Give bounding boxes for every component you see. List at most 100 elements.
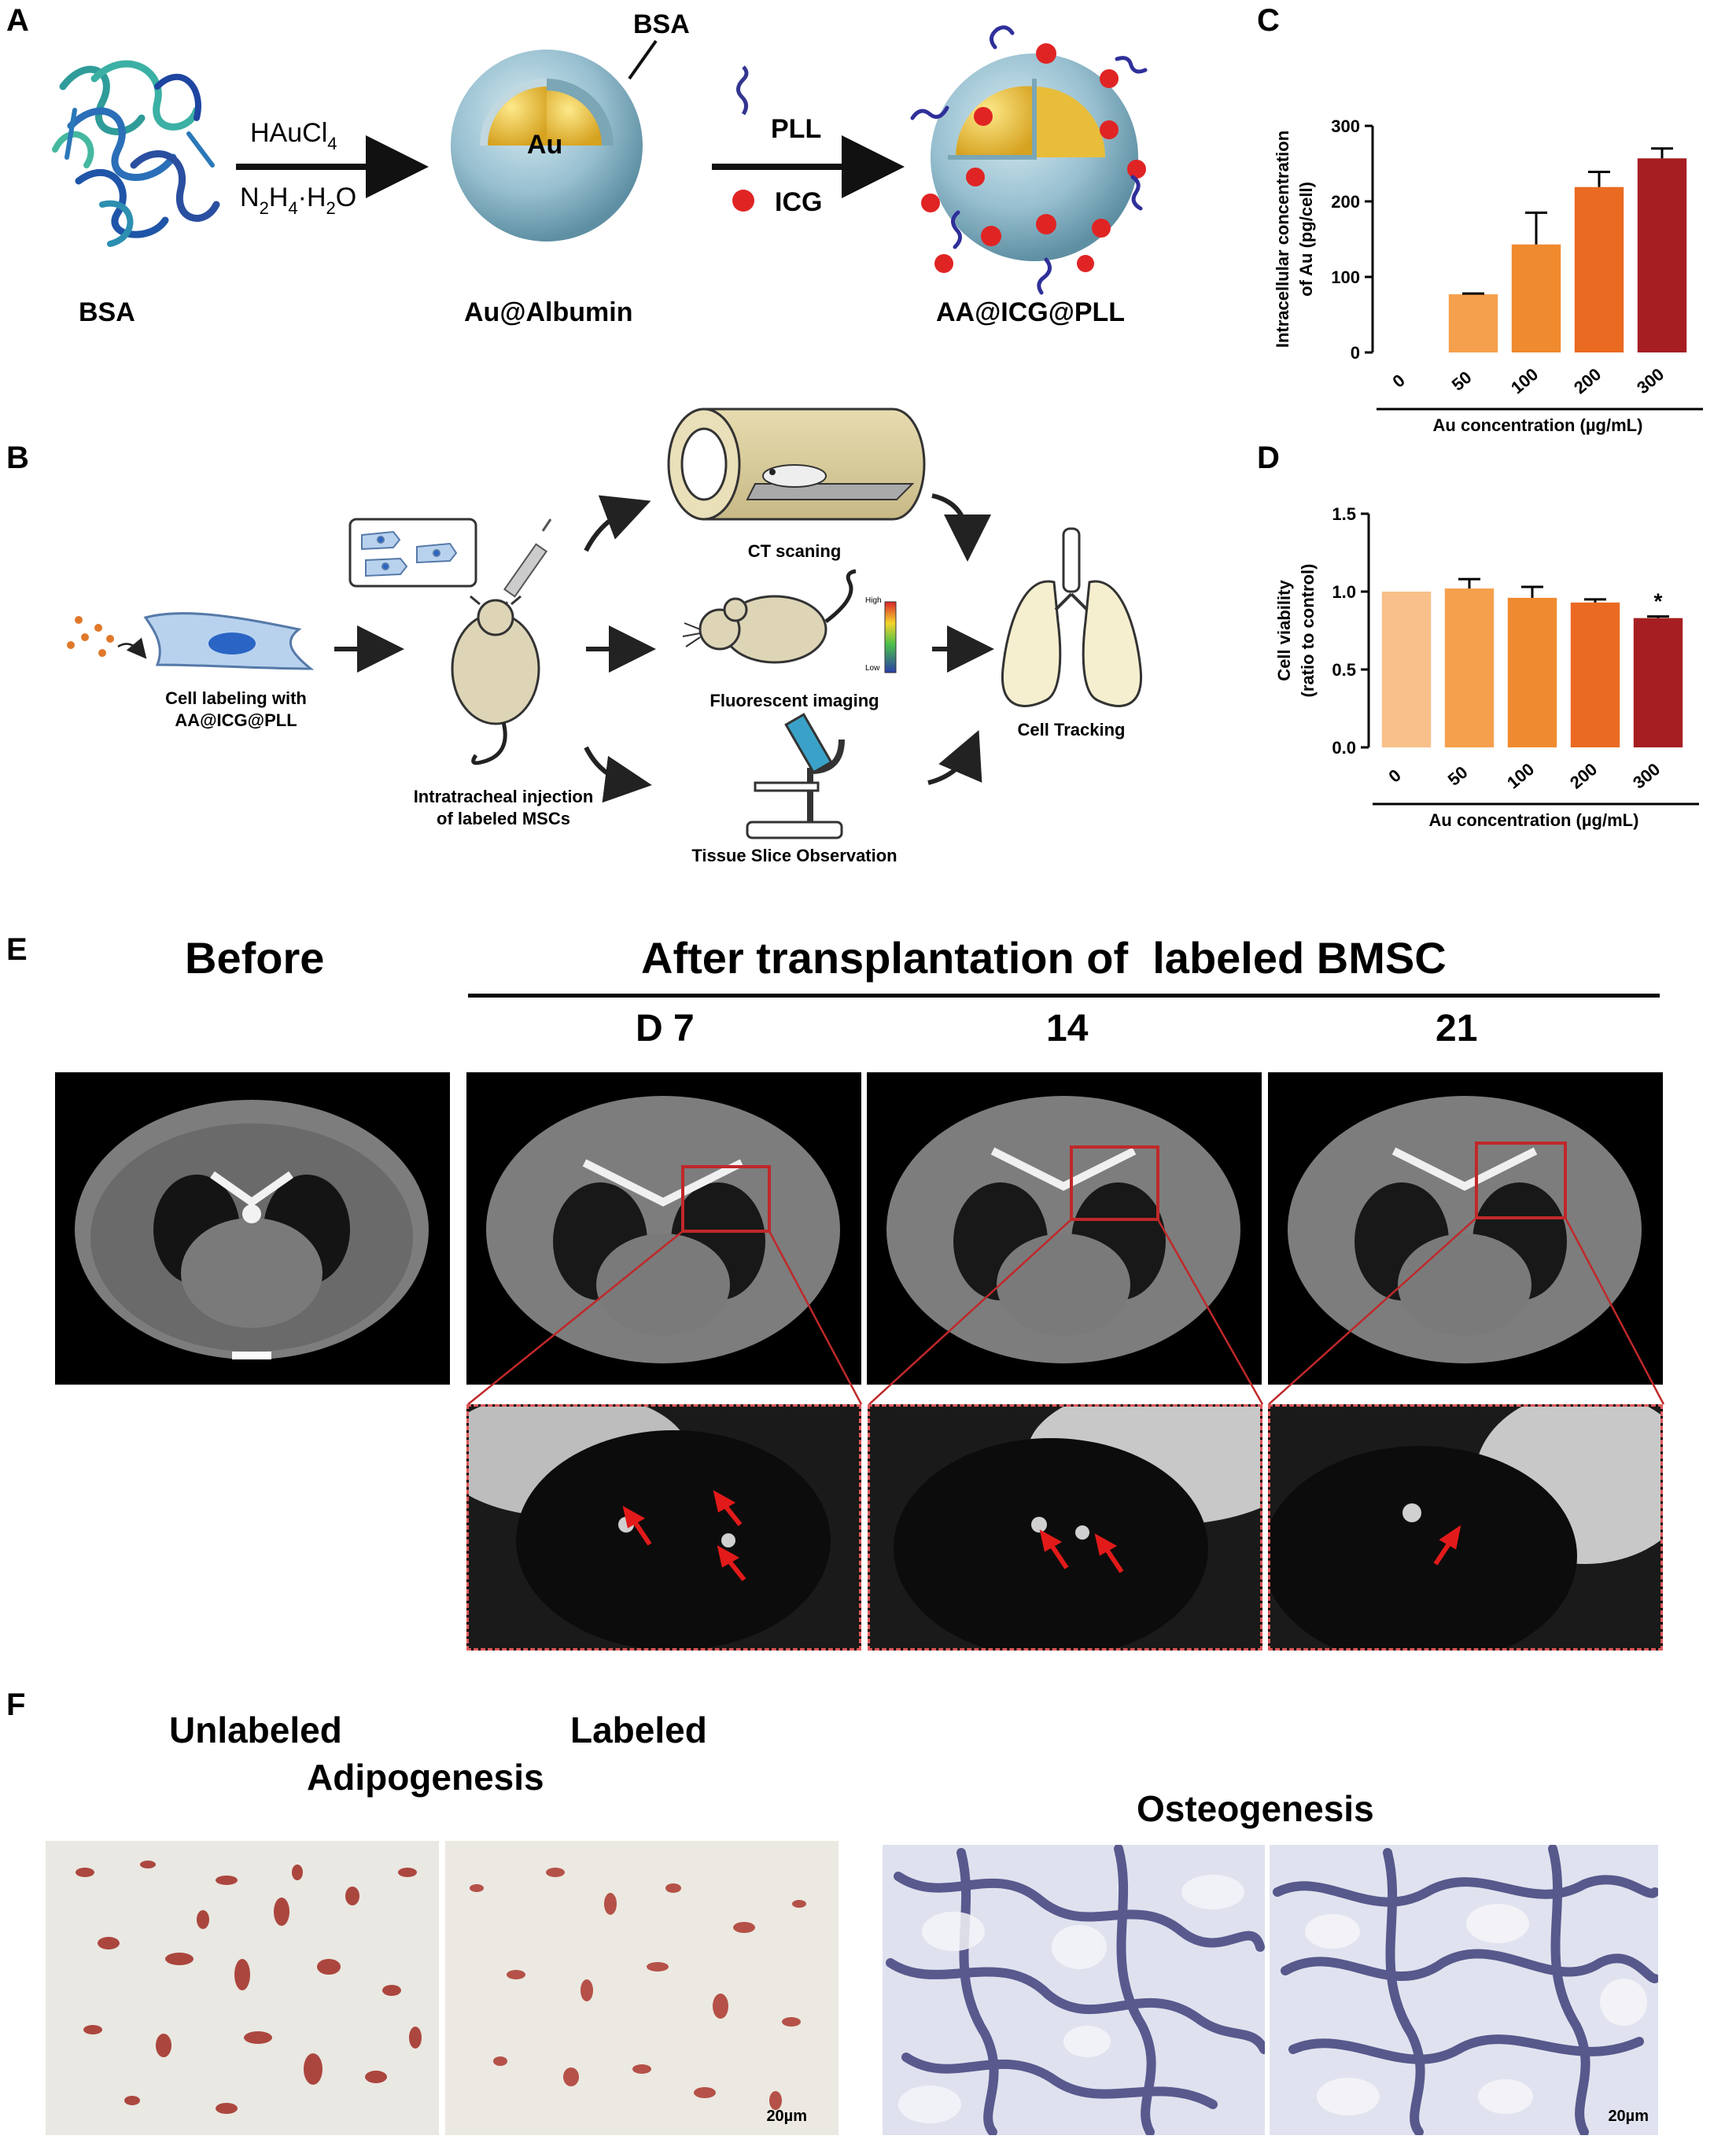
adipo-unlabeled-image: [46, 1841, 439, 2135]
day-14-label: 14: [1046, 1008, 1089, 1049]
x-tick-label: 300: [1633, 364, 1668, 398]
bar: [1637, 158, 1687, 352]
panel-label-a: A: [6, 3, 29, 38]
bsa-shell-label: BSA: [633, 9, 690, 39]
bar: [1574, 186, 1624, 352]
lungs-icon: [1001, 527, 1143, 707]
ct-scanner-icon: [667, 408, 926, 521]
microscope-icon: [746, 713, 845, 839]
x-tick-label: 200: [1566, 759, 1601, 793]
y-axis-label-2: of Au (pg/cell): [1296, 182, 1316, 297]
ct-image-day7: [466, 1072, 861, 1385]
chart-d: 0.0 0.5 1.0 1.5 0 50 100 200 300 Au concentration…: [1274, 504, 1699, 830]
after-heading: After transplantation of labeled BMSC: [641, 933, 1447, 983]
au-core-label: Au: [527, 130, 562, 160]
zoom-day7: [466, 1404, 861, 1651]
panel-label-f: F: [6, 1687, 26, 1722]
bar: [1633, 618, 1683, 747]
pll-icon: [736, 65, 749, 116]
y-tick-label: 0.5: [1332, 660, 1356, 680]
heading-rule: [468, 994, 1660, 998]
arrow-to-ct: [584, 495, 651, 552]
y-tick-label: 300: [1331, 116, 1360, 136]
x-tick-label: 0: [1384, 765, 1404, 787]
before-heading: Before: [185, 933, 325, 983]
bsa-pointer-line: [628, 39, 658, 80]
panel-label-b: B: [6, 441, 29, 475]
y-axis-label-2: (ratio to control): [1298, 564, 1318, 698]
bar: [1448, 294, 1498, 352]
zoom-day14: [868, 1404, 1262, 1651]
arrow-to-tissue: [584, 746, 652, 803]
aa-icg-pll-sphere: [910, 25, 1148, 295]
fluor-text: Fluorescent imaging: [710, 691, 879, 710]
cell-labeling-text-2: AA@ICG@PLL: [175, 710, 297, 730]
fluorescent-mouse-icon: High Low: [682, 569, 897, 673]
icg-icon: [732, 190, 754, 212]
caption-aa-icg-pll: AA@ICG@PLL: [936, 297, 1125, 327]
bsa-protein-illustration: [52, 60, 220, 247]
panel-a-schematic: HAuCl4 N2H4·H2O Au BSA PLL ICG: [52, 9, 1148, 327]
bar: [1511, 244, 1561, 352]
significance-asterisk: *: [1654, 589, 1663, 614]
y-axis-label: Cell viability: [1274, 580, 1294, 681]
x-tick-label: 50: [1444, 762, 1472, 790]
y-tick-label: 200: [1331, 192, 1360, 212]
tissue-text: Tissue Slice Observation: [691, 846, 897, 865]
labeled-heading: Labeled: [570, 1710, 707, 1750]
arrow-ct-to-lungs: [931, 493, 991, 562]
osteo-unlabeled-image: [883, 1845, 1265, 2135]
mouse-injection-icon: [451, 595, 540, 765]
cell-labeling-text: Cell labeling with: [165, 688, 307, 708]
ct-image-day14: [867, 1072, 1262, 1385]
cell-nucleus: [208, 633, 256, 655]
y-tick-label: 100: [1331, 267, 1360, 287]
x-axis-label: Au concentration (µg/mL): [1429, 810, 1639, 830]
y-tick-label: 0.0: [1332, 738, 1356, 758]
scale-bar-osteo: 20µm: [1608, 2108, 1649, 2125]
ct-text: CT scaning: [748, 541, 842, 561]
icg-label: ICG: [775, 187, 822, 217]
pll-label: PLL: [771, 114, 821, 144]
adipo-labeled-image: 20µm: [445, 1841, 839, 2135]
arrow-tissue-to-lungs: [927, 729, 982, 785]
injection-text: Intratracheal injection: [414, 787, 594, 806]
x-tick-label: 0: [1388, 371, 1408, 392]
bar: [1381, 592, 1432, 747]
osteogenesis-heading: Osteogenesis: [1137, 1788, 1374, 1829]
caption-au-albumin: Au@Albumin: [464, 297, 632, 327]
zoom-day21: [1268, 1404, 1663, 1651]
nanoparticle-dots: [67, 616, 114, 657]
x-tick-label: 100: [1507, 364, 1542, 398]
labeling-arrow: [117, 637, 147, 659]
x-tick-label: 300: [1629, 759, 1664, 793]
reagent-haucl4: HAuCl4: [250, 118, 337, 153]
day-7-label: D 7: [636, 1008, 695, 1049]
ct-image-before: [55, 1072, 450, 1385]
panel-label-c: C: [1257, 3, 1280, 38]
scale-bar-adipo: 20µm: [766, 2108, 807, 2125]
au-albumin-sphere: Au: [451, 50, 643, 242]
unlabeled-heading: Unlabeled: [169, 1710, 342, 1750]
osteo-labeled-image: 20µm: [1270, 1845, 1658, 2135]
y-axis-label: Intracellular concentration: [1273, 131, 1292, 348]
adipogenesis-heading: Adipogenesis: [307, 1757, 544, 1798]
x-tick-label: 50: [1448, 367, 1476, 395]
y-tick-label: 1.0: [1332, 582, 1356, 602]
y-tick-label: 1.5: [1332, 504, 1356, 524]
heat-scale-high: High: [865, 596, 882, 605]
heat-scale-low: Low: [865, 664, 880, 673]
x-tick-label: 100: [1503, 759, 1538, 793]
x-axis-label: Au concentration (µg/mL): [1433, 415, 1643, 435]
panel-label-e: E: [6, 932, 28, 967]
panel-b-workflow: Cell labeling with AA@ICG@PLL Intratrach…: [67, 408, 1143, 865]
day-21-label: 21: [1436, 1008, 1478, 1049]
bar: [1570, 602, 1620, 747]
injection-text-2: of labeled MSCs: [437, 809, 570, 828]
x-tick-label: 200: [1570, 364, 1605, 398]
ct-image-day21: [1268, 1072, 1663, 1385]
panel-label-d: D: [1257, 441, 1280, 475]
reagent-hydrazine: N2H4·H2O: [240, 183, 356, 218]
tracking-text: Cell Tracking: [1018, 720, 1126, 740]
